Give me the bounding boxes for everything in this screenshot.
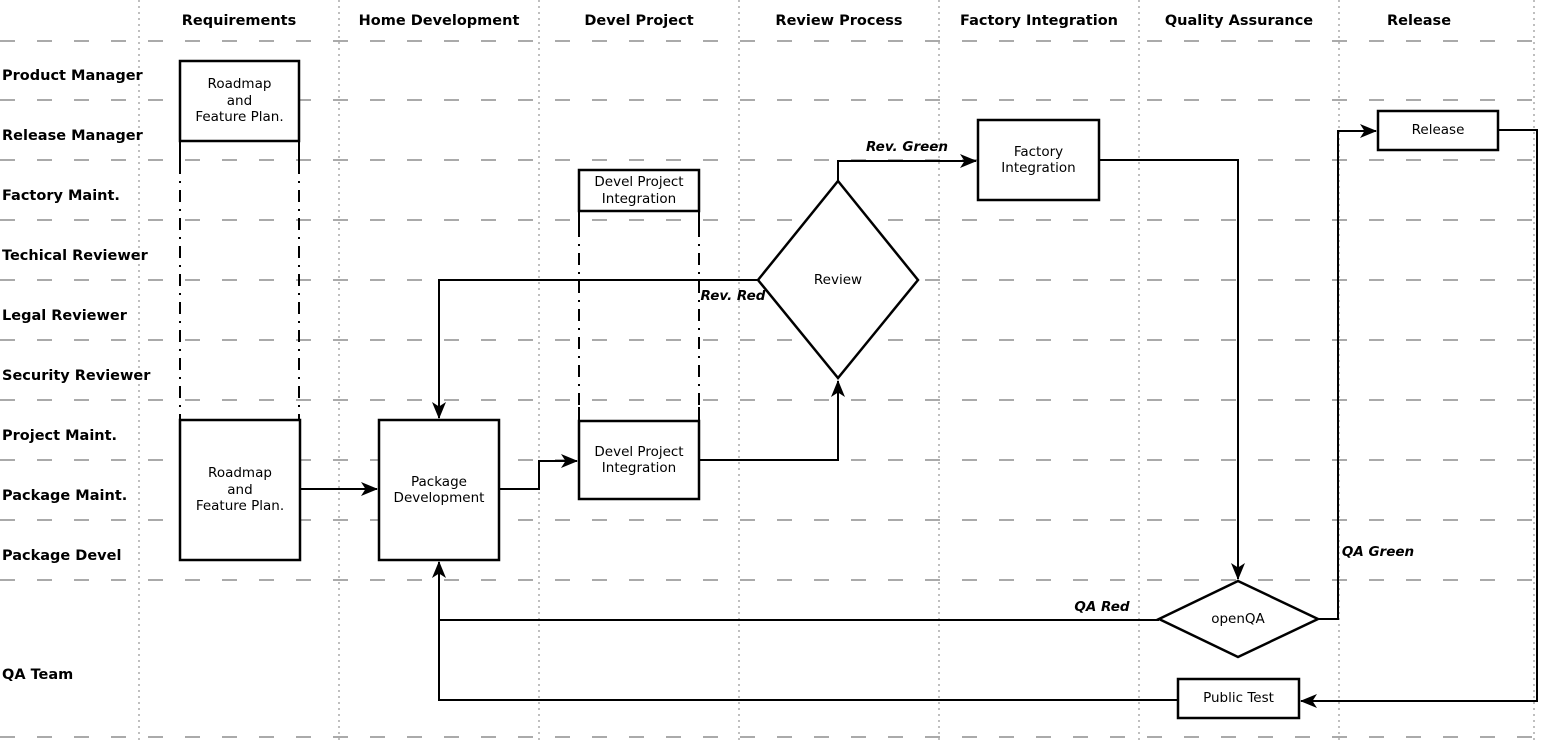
factory-integration-box xyxy=(976,118,1101,202)
factory-integration-label: Factory Integration xyxy=(1001,143,1076,177)
roadmap-feature-plan-box xyxy=(178,418,302,562)
review-decision-diamond xyxy=(756,179,920,380)
row-label-qa-team: QA Team xyxy=(2,667,74,683)
devel-project-integration-box xyxy=(577,419,701,501)
edge-label-rev-red: Rev. Red xyxy=(700,288,766,304)
edge-label-qa-red: QA Red xyxy=(1074,599,1130,615)
edge-factory-to-openqa xyxy=(1099,159,1245,580)
release-box xyxy=(1376,109,1500,152)
edge-qa-green-to-release xyxy=(1318,124,1377,620)
edge-label-qa-green: QA Green xyxy=(1341,544,1415,560)
row-label-project-maint: Project Maint. xyxy=(2,428,118,444)
row-label-package-maint: Package Maint. xyxy=(2,488,128,504)
review-label: Review xyxy=(813,271,863,288)
roadmap-feature-plan-label: Roadmap and Feature Plan. xyxy=(195,465,285,515)
column-header-devel-project: Devel Project xyxy=(584,13,694,29)
devel-project-integration-label: Devel Project Integration xyxy=(594,443,684,477)
row-label-techical-reviewer: Techical Reviewer xyxy=(2,248,148,264)
row-label-package-devel: Package Devel xyxy=(2,548,122,564)
devel-span-stubs xyxy=(578,211,700,421)
release-label: Release xyxy=(1411,122,1465,139)
column-header-release: Release xyxy=(1386,13,1452,29)
edge-devel-integration-to-review xyxy=(699,380,845,461)
roadmap-feature-plan-top-label: Roadmap and Feature Plan. xyxy=(195,76,284,126)
column-header-quality-assurance: Quality Assurance xyxy=(1164,13,1314,29)
row-label-release-manager: Release Manager xyxy=(2,128,143,144)
package-development-label: Package Development xyxy=(393,473,485,507)
edge-release-to-public-test xyxy=(1300,129,1538,708)
devel-project-integration-top-box xyxy=(577,168,701,213)
devel-span-connector xyxy=(578,225,700,407)
openqa-decision-diamond xyxy=(1156,579,1321,659)
public-test-box xyxy=(1176,677,1301,720)
row-label-factory-maint: Factory Maint. xyxy=(2,188,120,204)
edge-rev-red-to-package-dev xyxy=(432,279,761,419)
column-header-review-process: Review Process xyxy=(775,13,903,29)
roadmap-span-stubs xyxy=(179,141,300,162)
openqa-label: openQA xyxy=(1211,610,1265,627)
edge-package-dev-to-devel-integration xyxy=(499,454,578,490)
public-test-label: Public Test xyxy=(1203,690,1274,707)
edge-label-rev-green: Rev. Green xyxy=(865,139,949,155)
row-label-product-manager: Product Manager xyxy=(2,68,143,84)
roadmap-span-connector xyxy=(179,162,300,420)
roadmap-feature-plan-top-box xyxy=(178,59,301,143)
column-header-factory-integration: Factory Integration xyxy=(960,13,1118,29)
column-header-home-development: Home Development xyxy=(358,13,520,29)
row-label-legal-reviewer: Legal Reviewer xyxy=(2,308,127,324)
edge-review-green-to-factory xyxy=(837,154,977,181)
package-development-box xyxy=(377,418,501,562)
column-header-requirements: Requirements xyxy=(181,13,297,29)
row-label-security-reviewer: Security Reviewer xyxy=(2,368,151,384)
devel-project-integration-top-label: Devel Project Integration xyxy=(594,174,684,207)
edge-public-test-to-package-dev xyxy=(432,561,1178,701)
